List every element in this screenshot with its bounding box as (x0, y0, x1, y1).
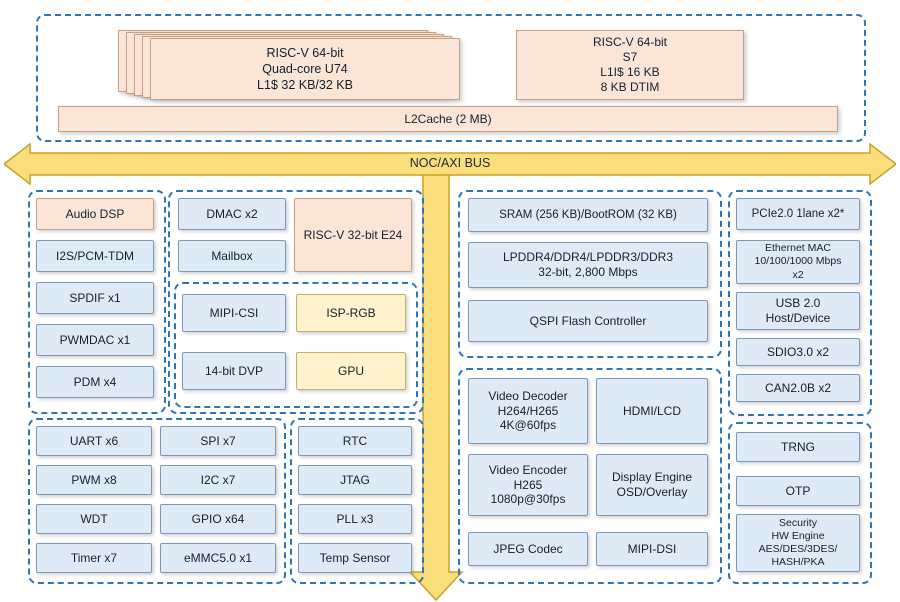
block-temp-sensor: Temp Sensor (298, 543, 412, 573)
s7-core-block: RISC-V 64-bit S7 L1I$ 16 KB 8 KB DTIM (516, 30, 744, 100)
security-group (728, 422, 872, 584)
block-ethernet-mac: Ethernet MAC 10/100/1000 Mbps x2 (736, 240, 860, 284)
block-video-decoder: Video Decoder H264/H265 4K@60fps (468, 378, 588, 444)
memory-group (458, 190, 722, 358)
block-pwm: PWM x8 (36, 465, 152, 495)
noc-axi-bus-arrow-shape (4, 142, 896, 186)
block-14bit-dvp: 14-bit DVP (182, 352, 286, 390)
block-pwmdac: PWMDAC x1 (36, 324, 154, 356)
block-pll: PLL x3 (298, 504, 412, 534)
block-jpeg-codec: JPEG Codec (468, 532, 588, 566)
block-mipi-dsi: MIPI-DSI (596, 532, 708, 566)
block-sdio: SDIO3.0 x2 (736, 338, 860, 366)
block-gpu: GPU (296, 352, 406, 390)
block-mailbox: Mailbox (178, 240, 286, 272)
block-i2c: I2C x7 (160, 465, 276, 495)
clock-debug-group (290, 418, 424, 584)
block-uart: UART x6 (36, 426, 152, 456)
dsp-system-group (168, 190, 424, 414)
block-gpio: GPIO x64 (160, 504, 276, 534)
block-pcie: PCIe2.0 1lane x2* (736, 198, 860, 230)
block-jtag: JTAG (298, 465, 412, 495)
cpu-complex-group (36, 14, 866, 142)
block-dmac: DMAC x2 (178, 198, 286, 230)
block-audio-dsp: Audio DSP (36, 198, 154, 230)
block-e24-core: RISC-V 32-bit E24 (294, 198, 412, 272)
bus-label: NOC/AXI BUS (409, 156, 491, 170)
block-spdif: SPDIF x1 (36, 282, 154, 314)
block-video-encoder: Video Encoder H265 1080p@30fps (468, 454, 588, 516)
u74-core-block: RISC-V 64-bit Quad-core U74 L1$ 32 KB/32… (150, 38, 460, 100)
block-spi: SPI x7 (160, 426, 276, 456)
block-can: CAN2.0B x2 (736, 374, 860, 402)
noc-axi-bus-arrow (4, 142, 896, 186)
block-mipi-csi: MIPI-CSI (182, 294, 286, 332)
block-ddr-controller: LPDDR4/DDR4/LPDDR3/DDR3 32-bit, 2,800 Mb… (468, 242, 708, 288)
block-security-engine: Security HW Engine AES/DES/3DES/ HASH/PK… (736, 514, 860, 572)
block-timer: Timer x7 (36, 543, 152, 573)
l2cache-block: L2Cache (2 MB) (58, 106, 838, 132)
block-emmc: eMMC5.0 x1 (160, 543, 276, 573)
block-display-engine: Display Engine OSD/Overlay (596, 454, 708, 516)
block-qspi-flash: QSPI Flash Controller (468, 300, 708, 342)
camera-isp-group (174, 282, 418, 408)
block-sram-bootrom: SRAM (256 KB)/BootROM (32 KB) (468, 198, 708, 232)
block-hdmi-lcd: HDMI/LCD (596, 378, 708, 444)
audio-group (28, 190, 166, 414)
block-pdm: PDM x4 (36, 366, 154, 398)
block-otp: OTP (736, 476, 860, 506)
block-rtc: RTC (298, 426, 412, 456)
block-usb: USB 2.0 Host/Device (736, 292, 860, 330)
video-group (458, 368, 722, 584)
block-isp-rgb: ISP-RGB (296, 294, 406, 332)
peripherals-group (28, 418, 286, 584)
block-i2s-pcm-tdm: I2S/PCM-TDM (36, 240, 154, 272)
block-trng: TRNG (736, 432, 860, 462)
connectivity-group (728, 190, 872, 416)
block-wdt: WDT (36, 504, 152, 534)
